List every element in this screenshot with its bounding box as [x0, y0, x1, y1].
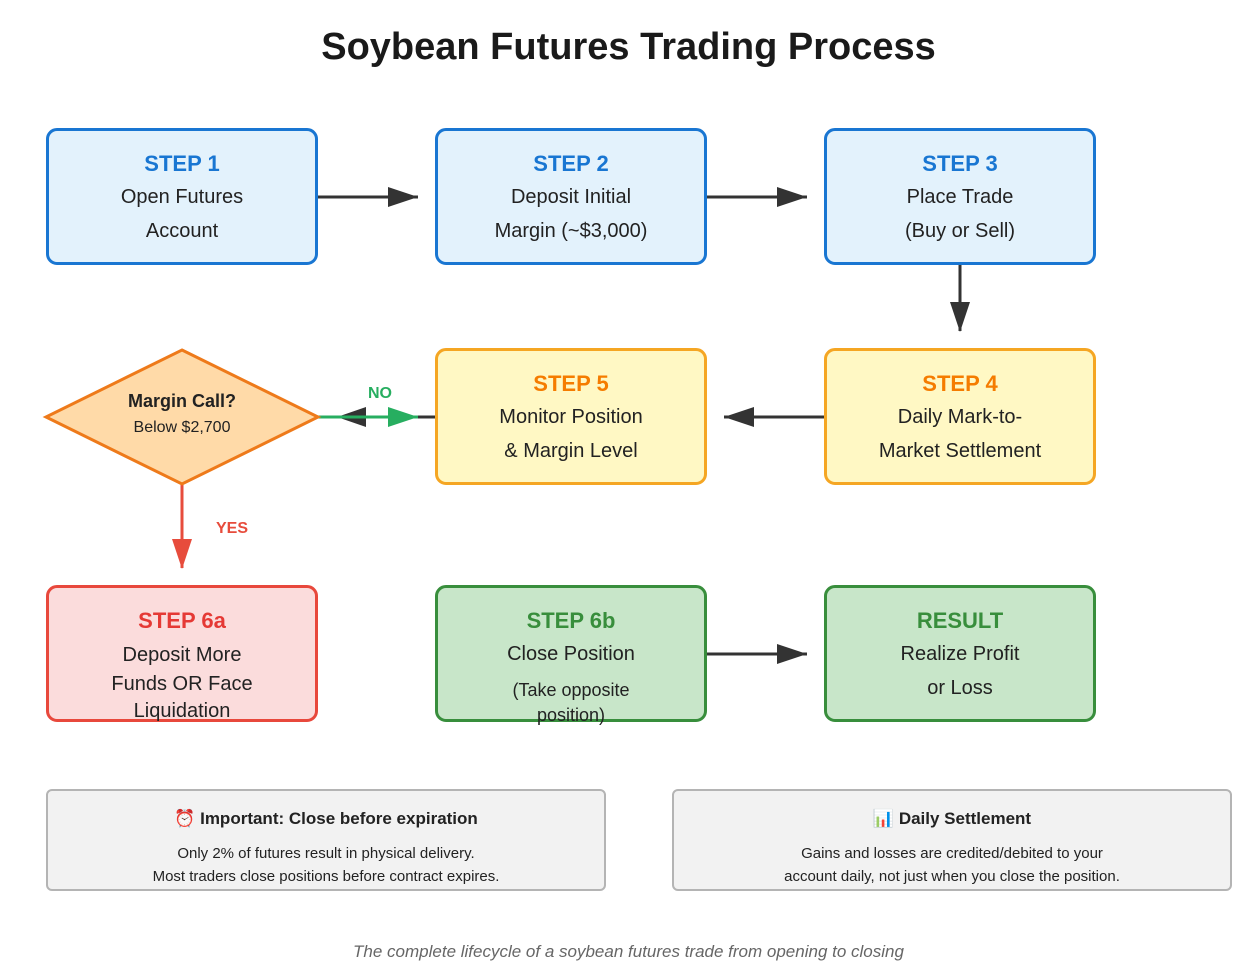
- step2-line2: Margin (~$3,000): [494, 220, 648, 242]
- step5-label: STEP 5: [533, 371, 609, 396]
- alarm-clock-icon: ⏰: [174, 809, 196, 828]
- bar-chart-icon: 📊: [872, 809, 895, 828]
- arrowhead-decision-yes: [172, 539, 192, 569]
- step1-line2: Account: [145, 220, 219, 242]
- step4-line2: Market Settlement: [878, 440, 1042, 462]
- important-note-heading: Important: Close before expiration: [200, 809, 478, 828]
- step4-line1: Daily Mark-to-: [897, 406, 1023, 428]
- important-note: ⏰ Important: Close before expiration Onl…: [46, 789, 606, 891]
- step6b-label: STEP 6b: [526, 608, 616, 633]
- step5-line1: Monitor Position: [499, 406, 643, 428]
- decision-question: Margin Call?: [127, 391, 236, 411]
- arrowhead-step3-to-step4: [950, 302, 970, 332]
- diagram-title: Soybean Futures Trading Process: [321, 26, 936, 68]
- step6b-box: STEP 6b Close Position (Take opposite po…: [435, 585, 707, 725]
- step3-line2: (Buy or Sell): [904, 220, 1016, 242]
- arrowhead-decision-no: [388, 407, 418, 427]
- step6a-box: STEP 6a Deposit More Funds OR Face Liqui…: [46, 585, 318, 722]
- settlement-note-line2: account daily, not just when you close t…: [784, 868, 1120, 885]
- important-note-title: ⏰ Important: Close before expiration: [48, 809, 604, 829]
- step5-box: STEP 5 Monitor Position & Margin Level: [435, 348, 707, 485]
- step6b-line1: Close Position: [507, 643, 635, 665]
- settlement-note-heading: Daily Settlement: [898, 809, 1032, 828]
- decision-yes-label: YES: [216, 520, 249, 537]
- step4-box: STEP 4 Daily Mark-to- Market Settlement: [824, 348, 1096, 485]
- settlement-note-line1: Gains and losses are credited/debited to…: [801, 845, 1103, 862]
- step1-line1: Open Futures: [120, 186, 244, 208]
- step3-line1: Place Trade: [906, 186, 1014, 208]
- step6a-line2: Funds OR Face: [111, 673, 253, 695]
- step6a-line3: Liquidation: [133, 700, 231, 722]
- settlement-note-title: 📊 Daily Settlement: [674, 809, 1230, 829]
- diagram-caption: The complete lifecycle of a soybean futu…: [353, 942, 904, 961]
- important-note-line2: Most traders close positions before cont…: [152, 868, 500, 885]
- result-line2: or Loss: [927, 677, 993, 699]
- decision-condition: Below $2,700: [133, 419, 231, 436]
- step2-label: STEP 2: [533, 151, 609, 176]
- step2-line1: Deposit Initial: [510, 186, 632, 208]
- step4-label: STEP 4: [922, 371, 998, 396]
- step6b-line2: (Take opposite: [512, 680, 630, 700]
- decision-diamond: [42, 348, 322, 486]
- decision-no-label: NO: [368, 385, 392, 402]
- step3-label: STEP 3: [922, 151, 998, 176]
- step1-box: STEP 1 Open Futures Account: [46, 128, 318, 265]
- step6a-line1: Deposit More: [122, 644, 242, 666]
- step6b-line3: position): [536, 705, 606, 725]
- step2-box: STEP 2 Deposit Initial Margin (~$3,000): [435, 128, 707, 265]
- result-label: RESULT: [916, 608, 1004, 633]
- step1-label: STEP 1: [144, 151, 220, 176]
- important-note-line1: Only 2% of futures result in physical de…: [177, 845, 475, 862]
- step3-box: STEP 3 Place Trade (Buy or Sell): [824, 128, 1096, 265]
- result-box: RESULT Realize Profit or Loss: [824, 585, 1096, 722]
- result-line1: Realize Profit: [900, 643, 1020, 665]
- settlement-note: 📊 Daily Settlement Gains and losses are …: [672, 789, 1232, 891]
- step5-line2: & Margin Level: [504, 440, 638, 462]
- step6a-label: STEP 6a: [138, 608, 226, 633]
